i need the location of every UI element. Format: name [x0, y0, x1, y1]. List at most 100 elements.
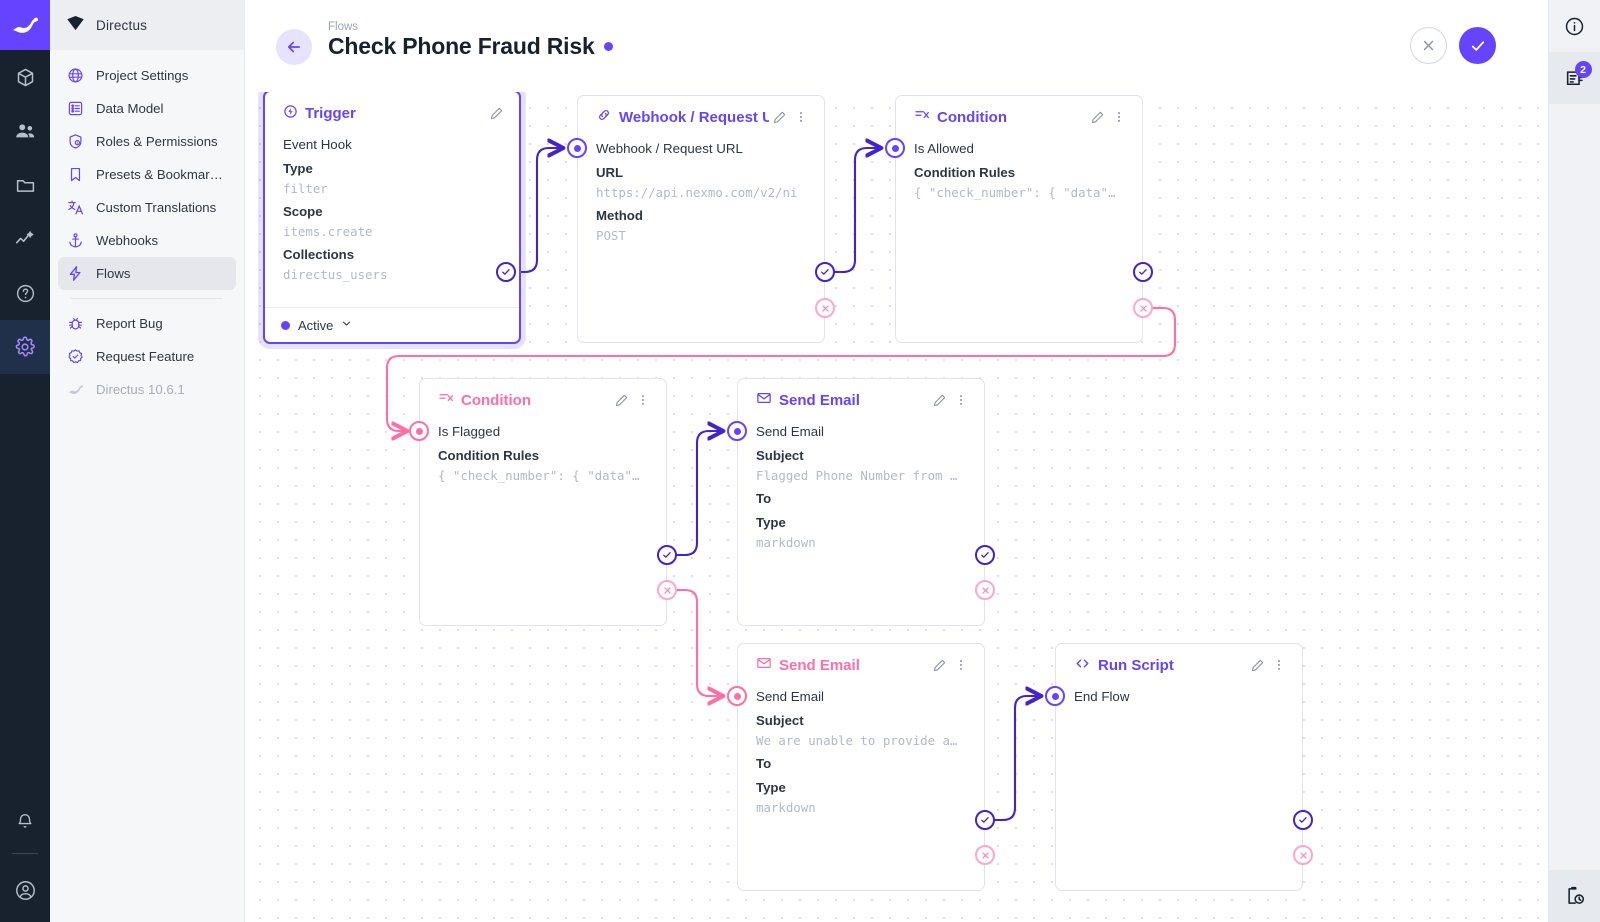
field-key: Collections [283, 247, 355, 262]
email-icon [756, 655, 772, 675]
flow-header: Flows Check Phone Fraud Risk [245, 0, 1548, 92]
sidebar-item-label: Request Feature [96, 349, 195, 364]
port-email-flagged-reject[interactable] [975, 580, 995, 600]
directus-rabbit-logo[interactable] [0, 0, 50, 50]
port-run-script-input[interactable] [1045, 686, 1065, 706]
rail-item-help[interactable] [0, 266, 50, 320]
breadcrumb[interactable]: Flows [328, 21, 359, 33]
sidebar-item-label: Roles & Permissions [96, 134, 218, 149]
port-condition-allowed-success[interactable] [1133, 262, 1153, 282]
sidebar-item-roles-permissions[interactable]: $ Roles & Permissions [58, 125, 236, 158]
rail-item-files[interactable] [0, 158, 50, 212]
field-value: Flagged Phone Number from … [756, 468, 958, 483]
sidebar-item-report-bug[interactable]: Report Bug [58, 307, 236, 340]
sidebar-item-presets-bookmarks[interactable]: Presets & Bookmar… [58, 158, 236, 191]
more-options-icon[interactable] [950, 653, 972, 677]
port-webhook-success[interactable] [815, 262, 835, 282]
node-name: Send Email [756, 424, 824, 439]
nav-header[interactable]: Directus [50, 0, 244, 50]
node-title: Run Script [1098, 656, 1174, 674]
node-title-wrap: Send Email [756, 390, 860, 410]
more-options-icon[interactable] [1108, 105, 1130, 129]
rail-item-insights[interactable] [0, 212, 50, 266]
rail-item-settings[interactable] [0, 320, 50, 374]
node-name: Send Email [756, 689, 824, 704]
port-run-script-reject[interactable] [1293, 845, 1313, 865]
link-chain-icon [596, 107, 612, 127]
port-email-flagged-input[interactable] [727, 421, 747, 441]
trigger-status-bar[interactable]: Active [265, 307, 519, 342]
more-options-icon[interactable] [791, 105, 813, 129]
edit-pencil-icon[interactable] [485, 101, 507, 125]
node-name: End Flow [1074, 689, 1130, 704]
sidebar-item-request-feature[interactable]: Request Feature [58, 340, 236, 373]
clipboard-clock-icon[interactable] [1548, 870, 1600, 922]
bell-icon[interactable] [0, 795, 50, 849]
flow-node-condition-allowed[interactable]: Condition Is Allowed Condition Rules { "… [895, 95, 1143, 343]
rail-item-content[interactable] [0, 50, 50, 104]
sidebar-item-flows[interactable]: Flows [58, 257, 236, 290]
flow-node-condition-flagged[interactable]: Condition Is Flagged Condition Rules { "… [419, 378, 667, 626]
sidebar-item-project-settings[interactable]: Project Settings [58, 59, 236, 92]
node-header: Condition [896, 96, 1142, 138]
field-value: filter [283, 181, 328, 196]
status-badge [603, 42, 613, 51]
node-body: End Flow [1056, 686, 1302, 719]
edit-pencil-icon[interactable] [769, 105, 791, 129]
port-webhook-reject[interactable] [815, 298, 835, 318]
port-condition-allowed-reject[interactable] [1133, 298, 1153, 318]
chevron-down-icon[interactable] [341, 316, 352, 334]
sidebar-item-label: Flows [96, 266, 131, 281]
field-key: Subject [756, 448, 804, 463]
rail-item-users[interactable] [0, 104, 50, 158]
node-title: Condition [461, 391, 531, 409]
port-trigger-success[interactable] [496, 262, 516, 282]
edit-pencil-icon[interactable] [928, 653, 950, 677]
more-options-icon[interactable] [632, 388, 654, 412]
flow-node-send-email-unable[interactable]: Send Email Send Email Subject We are una… [737, 643, 985, 891]
flow-node-run-script[interactable]: Run Script End Flow [1055, 643, 1303, 891]
port-email-unable-input[interactable] [727, 686, 747, 706]
edit-pencil-icon[interactable] [1086, 105, 1108, 129]
port-condition-allowed-input[interactable] [885, 138, 905, 158]
flow-node-webhook[interactable]: Webhook / Request U Webhook / Request UR… [577, 95, 825, 343]
edit-pencil-icon[interactable] [928, 388, 950, 412]
edit-pencil-icon[interactable] [610, 388, 632, 412]
field-value: We are unable to provide a… [756, 733, 958, 748]
more-options-icon[interactable] [950, 388, 972, 412]
edit-pencil-icon[interactable] [1246, 653, 1268, 677]
node-name: Webhook / Request URL [596, 141, 743, 156]
port-condition-flagged-success[interactable] [657, 545, 677, 565]
port-email-unable-success[interactable] [975, 810, 995, 830]
cancel-button[interactable] [1410, 27, 1447, 64]
nav-divider [71, 298, 223, 299]
sidebar-item-data-model[interactable]: Data Model [58, 92, 236, 125]
port-webhook-input[interactable] [567, 138, 587, 158]
logs-icon[interactable]: 2 [1548, 52, 1600, 104]
edge-trigger-to-webhook [506, 148, 563, 274]
port-run-script-success[interactable] [1293, 810, 1313, 830]
version-label: Directus 10.6.1 [96, 382, 185, 397]
more-options-icon[interactable] [1268, 653, 1290, 677]
translate-icon [67, 199, 84, 216]
flow-node-trigger[interactable]: Trigger Event Hook Type filter Scope ite… [263, 90, 521, 344]
port-condition-flagged-reject[interactable] [657, 580, 677, 600]
info-circle-icon[interactable] [1549, 0, 1600, 52]
port-email-unable-reject[interactable] [975, 845, 995, 865]
node-header: Run Script [1056, 644, 1302, 686]
sidebar-item-webhooks[interactable]: Webhooks [58, 224, 236, 257]
node-body: Event Hook Type filter Scope items.creat… [265, 134, 519, 296]
back-button[interactable] [276, 29, 312, 65]
node-title: Webhook / Request U [619, 108, 769, 126]
field-key: Subject [756, 713, 804, 728]
sidebar-item-custom-translations[interactable]: Custom Translations [58, 191, 236, 224]
port-condition-flagged-input[interactable] [409, 421, 429, 441]
account-circle-icon[interactable] [0, 858, 50, 922]
save-button[interactable] [1459, 27, 1496, 64]
list-box-icon [67, 100, 84, 117]
page-title-wrap: Check Phone Fraud Risk [328, 33, 613, 60]
node-header: Webhook / Request U [578, 96, 824, 138]
port-email-flagged-success[interactable] [975, 545, 995, 565]
flow-node-send-email-flagged[interactable]: Send Email Send Email Subject Flagged Ph… [737, 378, 985, 626]
